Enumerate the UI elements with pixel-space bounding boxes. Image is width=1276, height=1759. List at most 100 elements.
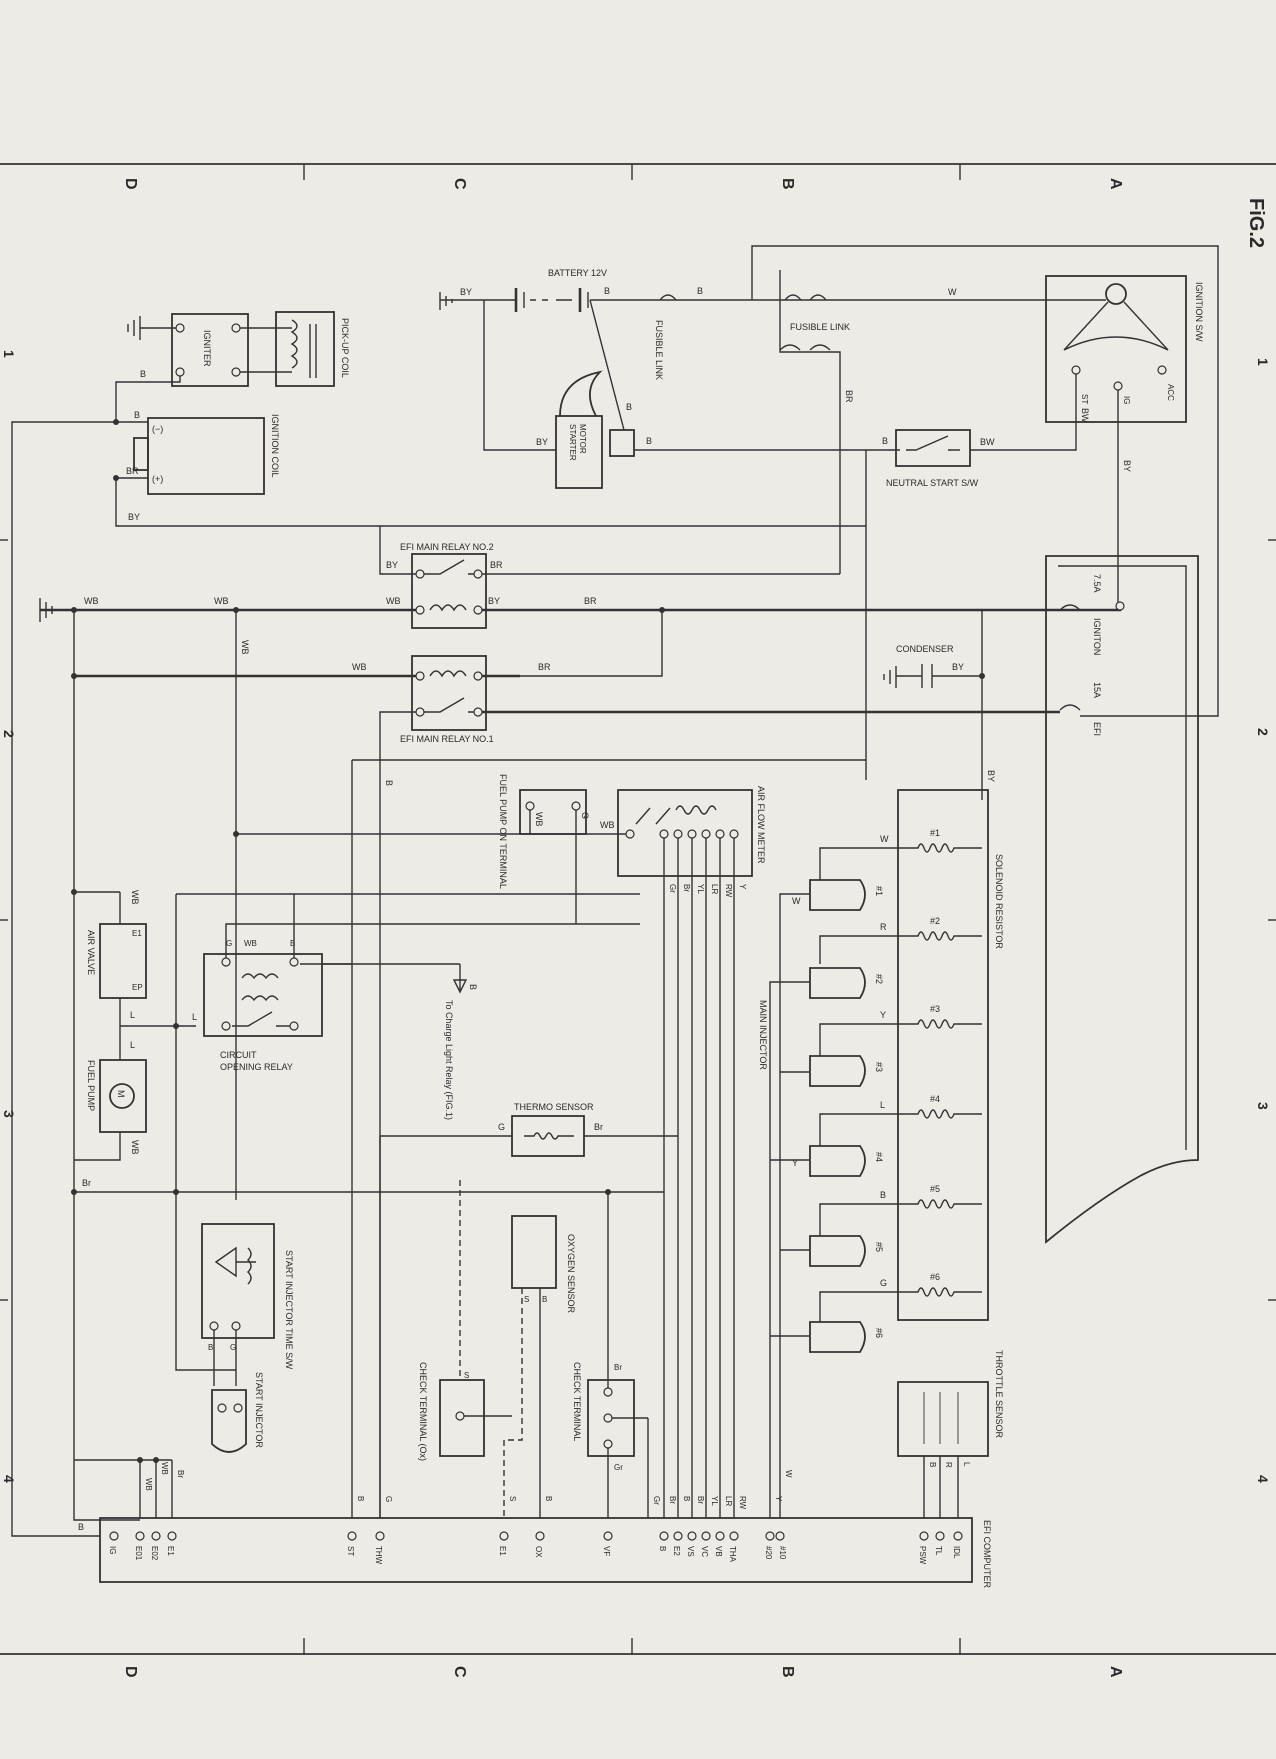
starter-motor-box: [555, 415, 603, 489]
fuel-pump-motor: [109, 1083, 135, 1109]
wire-b-starter-label: B: [626, 402, 632, 412]
ox-s-label: S: [524, 1295, 529, 1304]
pickup-coil-symbol: [290, 319, 298, 369]
air-valve-box: [99, 923, 147, 999]
wire-bw-label: BW: [980, 437, 995, 447]
cw-b-ox: B: [544, 1496, 553, 1501]
efi-computer-label: EFI COMPUTER: [982, 1520, 992, 1589]
start-inj-g-label: G: [230, 1343, 236, 1352]
wire-b-battery-label: B: [604, 286, 610, 296]
wire-b-coil-label: B: [134, 410, 140, 420]
fuel-pump-box: [99, 1059, 147, 1133]
term-10: #10: [778, 1546, 787, 1560]
fuse-box-inner: [1058, 565, 1187, 1150]
cor-wb-label: WB: [244, 939, 257, 948]
resistor-wire-l: L: [880, 1100, 885, 1110]
circuit-opening-relay-contact: [232, 1011, 290, 1027]
wire-br-ignition-fuse: [482, 604, 1122, 612]
afm-wire-br: Br: [682, 884, 691, 892]
air-valve-ep: EP: [132, 983, 143, 992]
throttle-sensor-wires: [923, 1456, 959, 1518]
fusible-link-1-label: FUSIBLE LINK: [654, 320, 664, 380]
efi-relay-2-label: EFI MAIN RELAY NO.2: [400, 542, 494, 552]
neutral-start-label: NEUTRAL START S/W: [886, 478, 979, 488]
term-vs: VS: [686, 1546, 695, 1557]
wire-wb-fuelpump: [74, 1132, 121, 1161]
wire-bw: [970, 374, 1077, 451]
igniter-box: [171, 313, 249, 387]
wire-res-inj-6: [819, 1291, 902, 1322]
solenoid-resistor-label: SOLENOID RESISTOR: [994, 854, 1004, 949]
cw-gr: Gr: [652, 1496, 661, 1505]
fuse-box-outline: [1045, 555, 1199, 1244]
ignition-coil-box: [147, 417, 265, 495]
start-injector-label: START INJECTOR: [254, 1372, 264, 1448]
injector-4-label: #4: [874, 1152, 884, 1162]
condenser-ground: [883, 666, 897, 688]
wire-by-relay2b-label: BY: [488, 596, 500, 606]
ignition-switch-rotor: [1063, 301, 1169, 351]
efi-relay-2-contact: [424, 559, 474, 575]
coil-plus-label: (+): [152, 474, 163, 484]
main-injectors: [809, 879, 866, 1353]
cw-br-vs: Br: [696, 1496, 705, 1504]
injector-6-label: #6: [874, 1328, 884, 1338]
starter-solenoid: [609, 429, 635, 457]
term-vb: VB: [714, 1546, 723, 1557]
check-terminal-label: CHECK TERMINAL: [572, 1362, 582, 1441]
wire-b-link-label: B: [697, 286, 703, 296]
term-ig: IG: [108, 1546, 117, 1554]
term-vc: VC: [700, 1546, 709, 1557]
check-ox-s-label: S: [464, 1371, 469, 1380]
wire-wb-label-2: WB: [214, 596, 229, 606]
ign-st-terminal: [1071, 365, 1081, 375]
fuel-pump-label: FUEL PUMP: [86, 1060, 96, 1111]
efi-relay-1-label: EFI MAIN RELAY NO.1: [400, 734, 494, 744]
oxygen-sensor-label: OXYGEN SENSOR: [566, 1234, 576, 1314]
term-e1: E1: [166, 1546, 175, 1556]
wire-y-inj-label: Y: [792, 1158, 798, 1168]
afm-wire-rw: RW: [724, 884, 733, 898]
cor-wires: [175, 894, 295, 1200]
zone-top-1: D: [122, 178, 139, 190]
term-20: #20: [764, 1546, 773, 1560]
fuse-efi-name: EFI: [1092, 722, 1102, 736]
ign-acc-terminal: [1157, 365, 1167, 375]
wire-by-coil-main: [115, 478, 866, 527]
solenoid-resistors: [902, 843, 982, 1297]
zone-left-2: 2: [1, 730, 17, 738]
thermo-sensor-label: THERMO SENSOR: [514, 1102, 594, 1112]
wire-l-airvalve: [119, 892, 196, 1060]
start-inj-b-label: B: [208, 1343, 213, 1352]
neutral-start-contact: [906, 435, 960, 451]
afm-pins: [625, 829, 739, 839]
term-ox: OX: [534, 1546, 543, 1558]
cw-rw: RW: [738, 1496, 747, 1510]
ign-ig-label: IG: [1122, 396, 1131, 404]
wire-by-ground-label: BY: [460, 287, 472, 297]
wire-by-starter: [483, 300, 556, 451]
wire-br-coil-label: BR: [126, 466, 139, 476]
wire-fusible-link-2: [779, 270, 841, 420]
check-terminal-ox-label: CHECK TERMINAL (Ox): [418, 1362, 428, 1461]
computer-ground-wires: [139, 1460, 173, 1518]
condenser-label: CONDENSER: [896, 644, 954, 654]
ox-b-label: B: [542, 1295, 547, 1304]
wire-top-loop: [751, 245, 1219, 717]
term-tha: THA: [728, 1546, 737, 1563]
zone-ticks: [0, 164, 1276, 1654]
efi-computer-wire-labels: WB WB Br B G S B Gr Br B Br YL LR RW Y W: [144, 1462, 793, 1510]
wire-br-relay1: [520, 610, 663, 677]
starter-motor-housing: [559, 370, 603, 417]
cw-b-st: B: [356, 1496, 365, 1501]
resistor-6-label: #6: [930, 1272, 940, 1282]
zone-numbers-left: 1 2 3 4: [1, 350, 17, 1483]
wire-b-ig-computer: [11, 421, 116, 1537]
zone-right-2: 2: [1255, 728, 1271, 736]
starter-motor-label-1: STARTER: [568, 424, 577, 461]
oxygen-sensor-box: [511, 1215, 557, 1289]
ignition-switch-label: IGNITION S/W: [1194, 282, 1204, 342]
wire-by-relay2-label: BY: [386, 560, 398, 570]
pickup-coil-core: [309, 324, 317, 378]
